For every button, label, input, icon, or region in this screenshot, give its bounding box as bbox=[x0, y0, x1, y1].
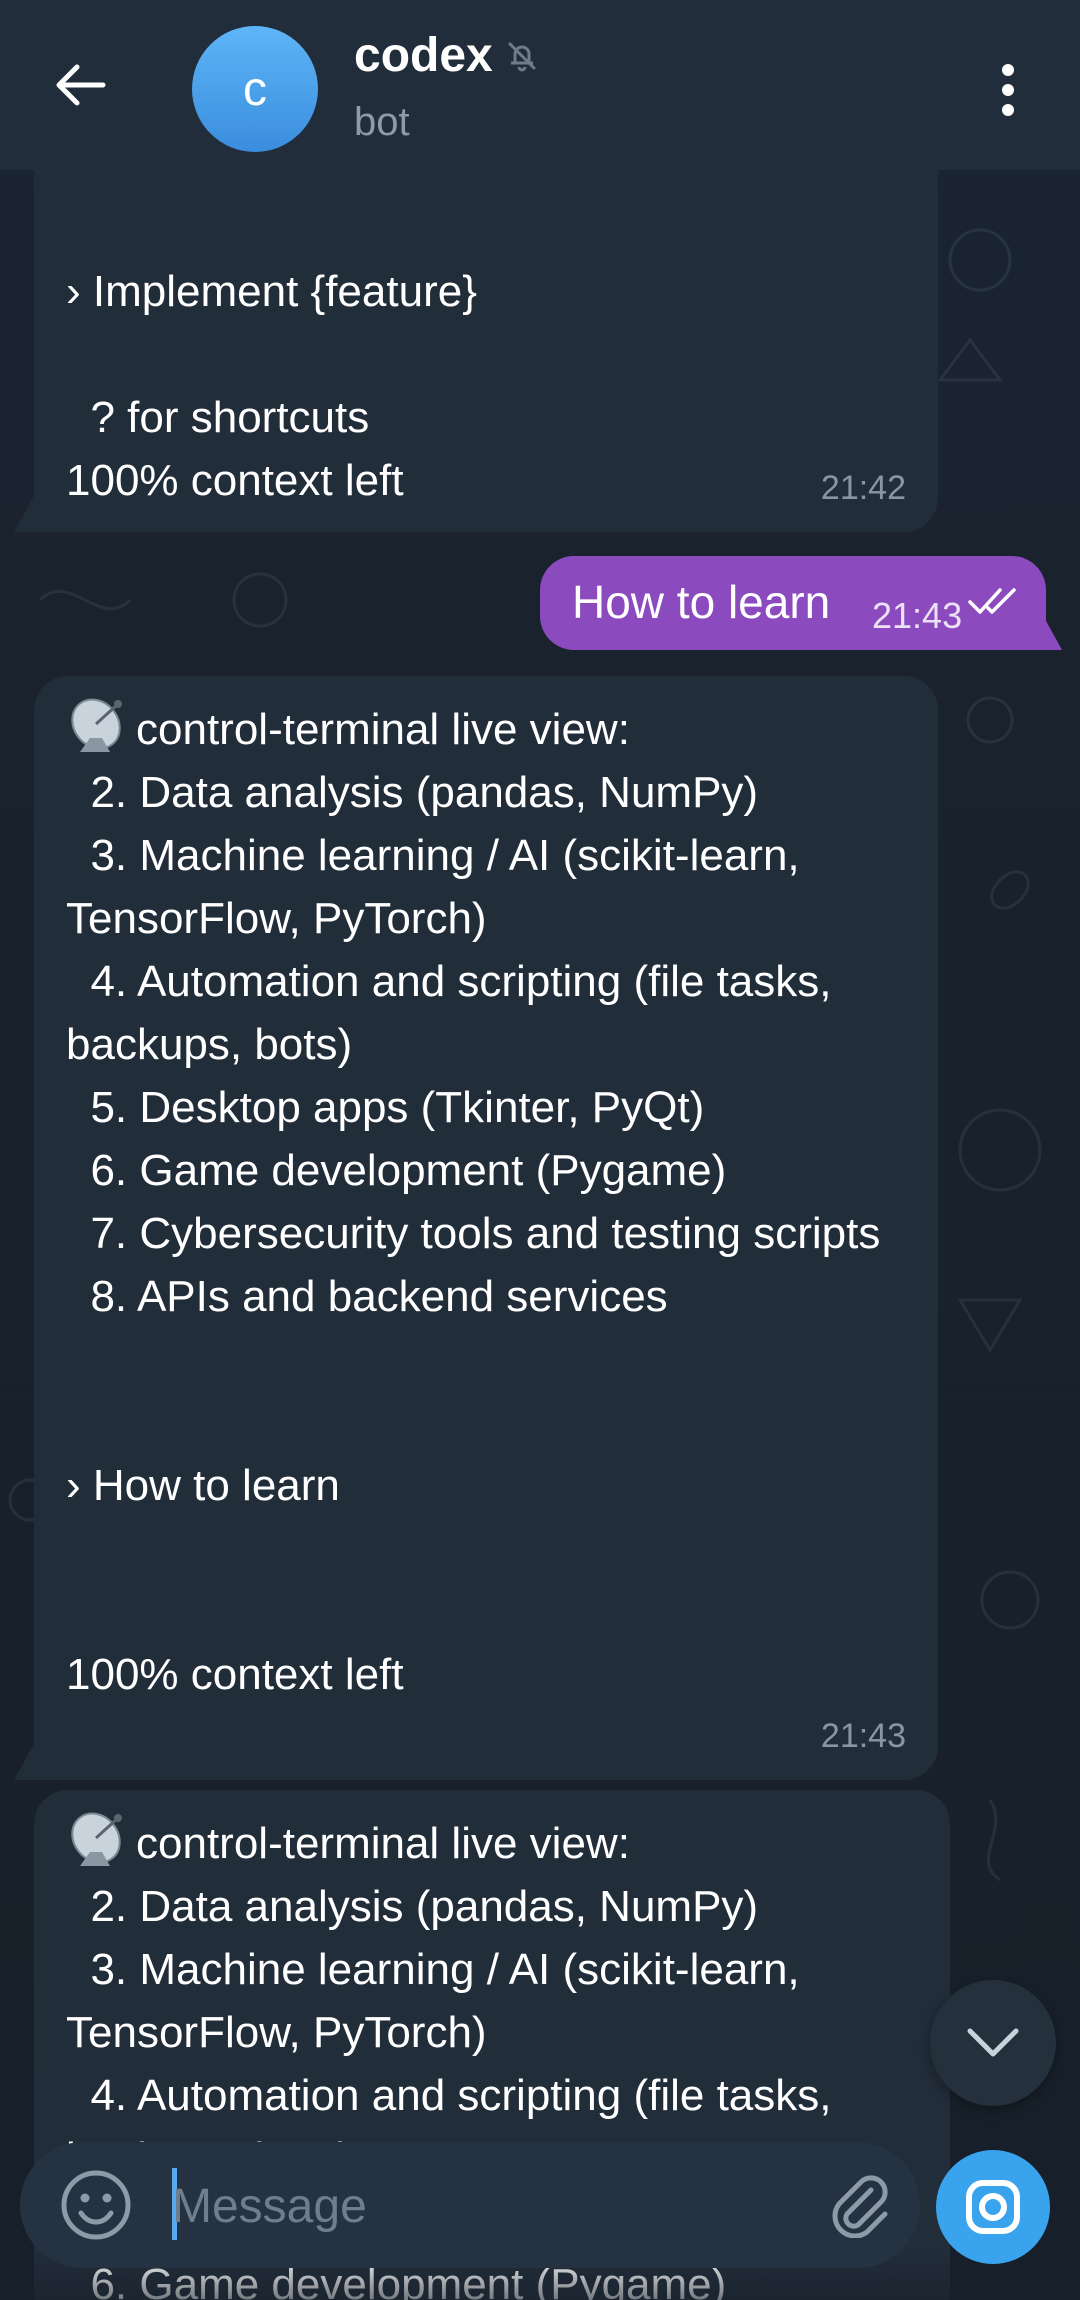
message-time: 21:42 bbox=[820, 469, 906, 507]
message-bubble-outgoing[interactable]: How to learn 21:43 bbox=[540, 556, 1046, 650]
bubble-tail bbox=[14, 492, 36, 532]
message-text: › Implement {feature} ? for shortcuts 10… bbox=[66, 267, 477, 505]
chat-subtitle: bot bbox=[354, 100, 410, 144]
chat-header: c codex bot bbox=[0, 0, 1080, 170]
attach-button[interactable] bbox=[820, 2165, 900, 2245]
camera-icon bbox=[966, 2180, 1020, 2234]
message-body: control-terminal live view: 2. Data anal… bbox=[66, 694, 918, 1706]
avatar[interactable]: c bbox=[192, 26, 318, 152]
double-check-icon bbox=[968, 588, 1016, 614]
bubble-tail bbox=[1040, 610, 1062, 650]
satellite-dish-icon bbox=[71, 1812, 122, 1866]
message-time: 21:43 bbox=[820, 1717, 906, 1755]
message-input[interactable] bbox=[170, 2170, 814, 2242]
emoji-button[interactable] bbox=[56, 2165, 136, 2245]
message-time: 21:43 bbox=[872, 595, 963, 636]
chat-title[interactable]: codex bbox=[354, 28, 539, 83]
arrow-left-icon bbox=[56, 64, 106, 106]
avatar-letter: c bbox=[243, 62, 267, 116]
back-button[interactable] bbox=[40, 45, 120, 125]
message-bubble-incoming[interactable]: control-terminal live view: 2. Data anal… bbox=[34, 676, 938, 1780]
more-vertical-icon bbox=[1002, 64, 1014, 116]
message-composer bbox=[20, 2142, 920, 2268]
paperclip-icon bbox=[832, 2175, 888, 2238]
muted-bell-icon bbox=[505, 39, 539, 73]
satellite-dish-icon bbox=[71, 698, 122, 752]
message-text: control-terminal live view: 2. Data anal… bbox=[66, 705, 881, 1699]
message-bubble-incoming[interactable]: › Implement {feature} ? for shortcuts 10… bbox=[34, 150, 938, 532]
chevron-down-icon bbox=[967, 2028, 1019, 2057]
camera-button[interactable] bbox=[936, 2150, 1050, 2264]
scroll-down-button[interactable] bbox=[930, 1980, 1056, 2106]
bubble-tail bbox=[14, 1740, 36, 1780]
message-text: How to learn bbox=[572, 576, 831, 628]
more-menu-button[interactable] bbox=[968, 50, 1048, 130]
smile-icon bbox=[61, 2170, 131, 2240]
chat-title-text: codex bbox=[354, 29, 493, 82]
